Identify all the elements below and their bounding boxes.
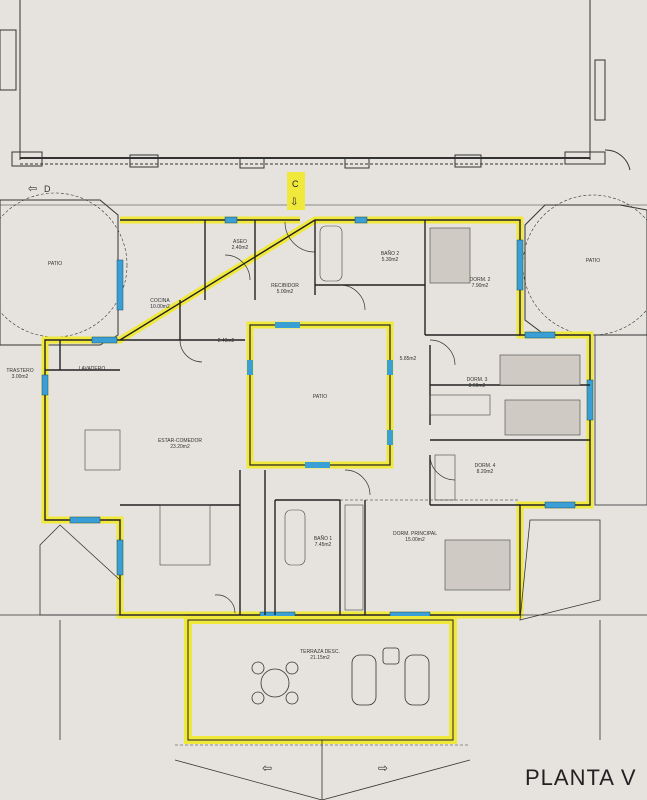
room-labels: PATIO PATIO PATIO ASEO 2.40m2 COCINA 10.… (6, 239, 600, 661)
arrow-left-icon: ⇦ (28, 182, 37, 195)
terrace: ⇦ ⇨ (174, 616, 471, 800)
patio-left-area (0, 192, 128, 346)
plan-title: PLANTA V (525, 765, 637, 790)
label-estar-comedor: ESTAR-COMEDOR (158, 438, 202, 444)
area-cocina: 10.00m2 (150, 304, 170, 310)
upper-building (0, 0, 647, 206)
label-dorm-principal: DORM. PRINCIPAL (393, 531, 437, 537)
area-recibidor: 5.00m2 (277, 289, 294, 295)
area-aseo: 2.40m2 (232, 245, 249, 251)
label-aseo: ASEO (233, 239, 247, 245)
label-dorm-4: DORM. 4 (475, 463, 496, 469)
label-bano-1: BAÑO 1 (314, 535, 333, 542)
area-dorm-2: 7.90m2 (472, 283, 489, 289)
area-bano-2: 5.30m2 (382, 257, 399, 263)
doors (179, 221, 456, 614)
label-cocina: COCINA (150, 298, 170, 304)
area-bano-1: 7.45m2 (315, 542, 332, 548)
furniture (84, 225, 581, 611)
windows (41, 216, 594, 619)
area-dorm-3: 8.60m2 (469, 383, 486, 389)
label-terraza: TERRAZA DESC. (300, 649, 340, 655)
side-structures (0, 334, 647, 740)
svg-text:⇦: ⇦ (262, 761, 272, 775)
arrow-down-icon: ⇩ (290, 197, 298, 208)
patio-right-area (522, 194, 647, 336)
area-estar-comedor: 23.20m2 (170, 444, 190, 450)
label-patio-right: PATIO (586, 258, 600, 264)
central-patio (246, 321, 394, 469)
label-patio-left: PATIO (48, 261, 62, 267)
area-pasillo-2: 5.85m2 (400, 356, 417, 362)
svg-text:⇨: ⇨ (378, 761, 388, 775)
label-dorm-2: DORM. 2 (470, 277, 491, 283)
area-pasillo-1: 2.40m2 (218, 338, 235, 344)
area-terraza: 21.15m2 (310, 655, 330, 661)
label-lavadero: LAVADERO (79, 366, 106, 372)
label-patio-center: PATIO (313, 394, 327, 400)
label-dorm-3: DORM. 3 (467, 377, 488, 383)
section-c-label: C (292, 179, 299, 189)
area-dorm-4: 8.20m2 (477, 469, 494, 475)
label-recibidor: RECIBIDOR (271, 283, 299, 289)
area-dorm-principal: 15.00m2 (405, 537, 425, 543)
area-trastero: 3.00m2 (12, 374, 29, 380)
section-d-label: D (44, 184, 51, 194)
label-bano-2: BAÑO 2 (381, 250, 400, 257)
interior-walls (45, 220, 590, 615)
label-trastero: TRASTERO (6, 368, 33, 374)
section-c-highlight (287, 172, 305, 210)
